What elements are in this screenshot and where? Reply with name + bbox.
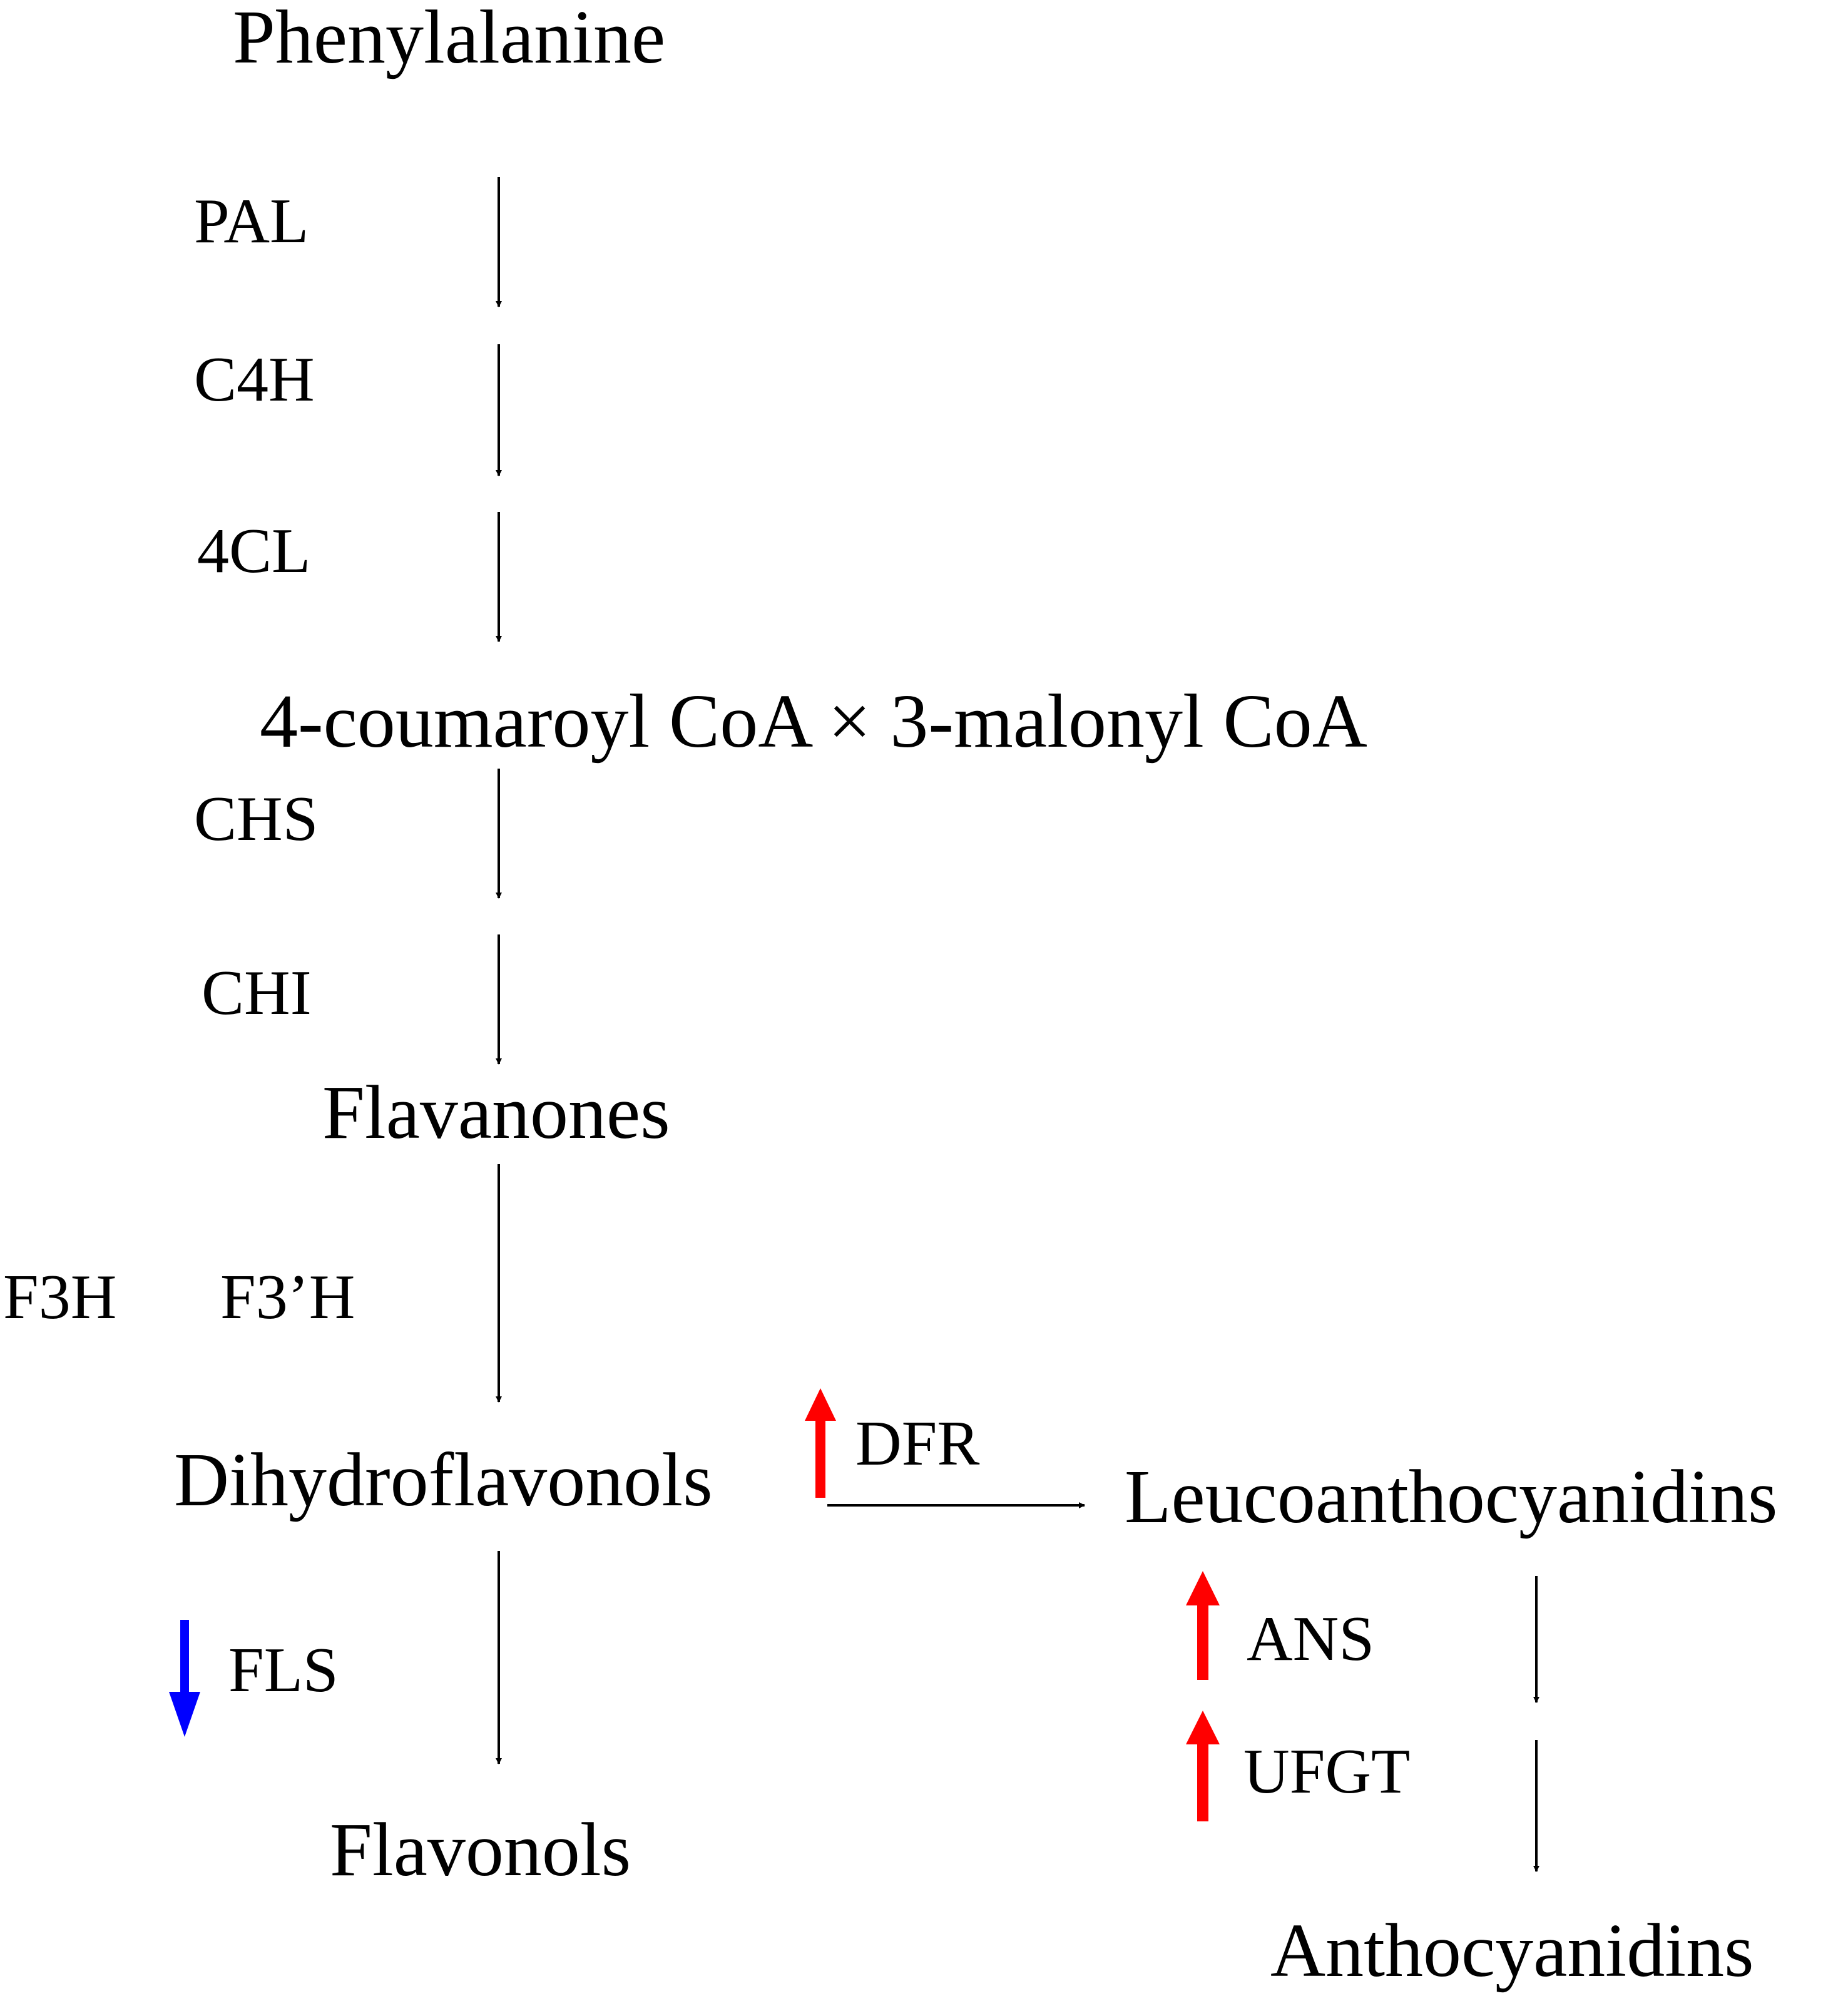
up-arrow-icon [1186, 1711, 1220, 1821]
enzyme-chs: CHS [194, 784, 318, 854]
compound-dihydroflavonols: Dihydroflavonols [174, 1438, 713, 1522]
compound-flavonols: Flavonols [330, 1808, 631, 1892]
enzyme-c4h: C4H [194, 344, 315, 415]
enzyme-f3h: F3H [3, 1262, 116, 1333]
enzyme-f3prime-h: F3’H [220, 1262, 355, 1333]
compound-anthocyanidins: Anthocyanidins [1270, 1908, 1754, 1993]
enzyme-ans: ANS [1247, 1604, 1374, 1674]
down-arrow-icon [169, 1620, 200, 1737]
enzyme-4cl: 4CL [197, 516, 310, 586]
compound-phenylalanine: Phenylalanine [233, 0, 665, 79]
enzyme-ufgt: UFGT [1243, 1736, 1410, 1807]
compound-leucoanthocyanidins: Leucoanthocyanidins [1125, 1455, 1777, 1539]
enzyme-pal: PAL [194, 186, 309, 257]
enzyme-dfr: DFR [855, 1408, 979, 1479]
enzyme-chi: CHI [202, 958, 312, 1028]
enzyme-fls: FLS [228, 1635, 339, 1706]
up-arrow-icon [1186, 1571, 1220, 1680]
compound-coa-precursors: 4-coumaroyl CoA × 3-malonyl CoA [260, 679, 1367, 764]
up-arrow-icon [805, 1388, 836, 1498]
compound-flavanones: Flavanones [322, 1070, 670, 1155]
